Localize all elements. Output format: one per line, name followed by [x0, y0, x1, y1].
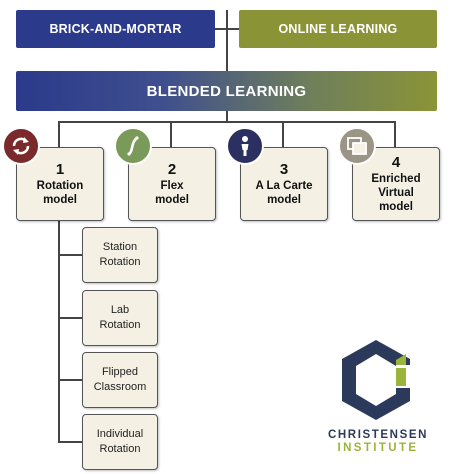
model-name: A La Carte model — [255, 180, 313, 206]
connector-sub-4 — [58, 441, 82, 443]
connector-sub-1 — [58, 254, 82, 256]
model-name: Rotation model — [36, 180, 84, 206]
sub-box-flipped-classroom: Flipped Classroom — [82, 352, 158, 408]
flex-icon — [114, 127, 152, 165]
model-number: 4 — [391, 154, 401, 171]
christensen-logo-text: CHRISTENSEN INSTITUTE — [316, 429, 440, 455]
connector-sub-spine — [58, 219, 60, 442]
connector-blended-down — [226, 111, 228, 122]
connector-models-bus — [58, 121, 396, 123]
blended-learning-bar: BLENDED LEARNING — [16, 71, 437, 111]
sub-box-lab-rotation: Lab Rotation — [82, 290, 158, 346]
sub-box-individual-rotation: Individual Rotation — [82, 414, 158, 470]
screens-icon — [338, 127, 376, 165]
online-learning-box: ONLINE LEARNING — [239, 10, 437, 48]
connector-model-1 — [58, 121, 60, 147]
rotation-icon — [2, 127, 40, 165]
connector-sub-2 — [58, 317, 82, 319]
sub-box-station-rotation: Station Rotation — [82, 227, 158, 283]
connector-top-vertical — [226, 10, 228, 71]
connector-model-4 — [394, 121, 396, 147]
model-name: Flex model — [155, 180, 189, 206]
logo-line-christensen: CHRISTENSEN — [327, 429, 429, 441]
model-number: 3 — [279, 161, 289, 178]
connector-sub-3 — [58, 379, 82, 381]
brick-and-mortar-box: BRICK-AND-MORTAR — [16, 10, 215, 48]
model-name: Enriched Virtual model — [371, 173, 421, 213]
logo-line-institute: INSTITUTE — [337, 442, 419, 454]
person-icon — [226, 127, 264, 165]
connector-top-horizontal — [215, 28, 239, 30]
connector-model-2 — [170, 121, 172, 147]
connector-model-3 — [282, 121, 284, 147]
model-number: 1 — [55, 161, 65, 178]
model-number: 2 — [167, 161, 177, 178]
christensen-logo-mark-icon — [342, 340, 410, 420]
